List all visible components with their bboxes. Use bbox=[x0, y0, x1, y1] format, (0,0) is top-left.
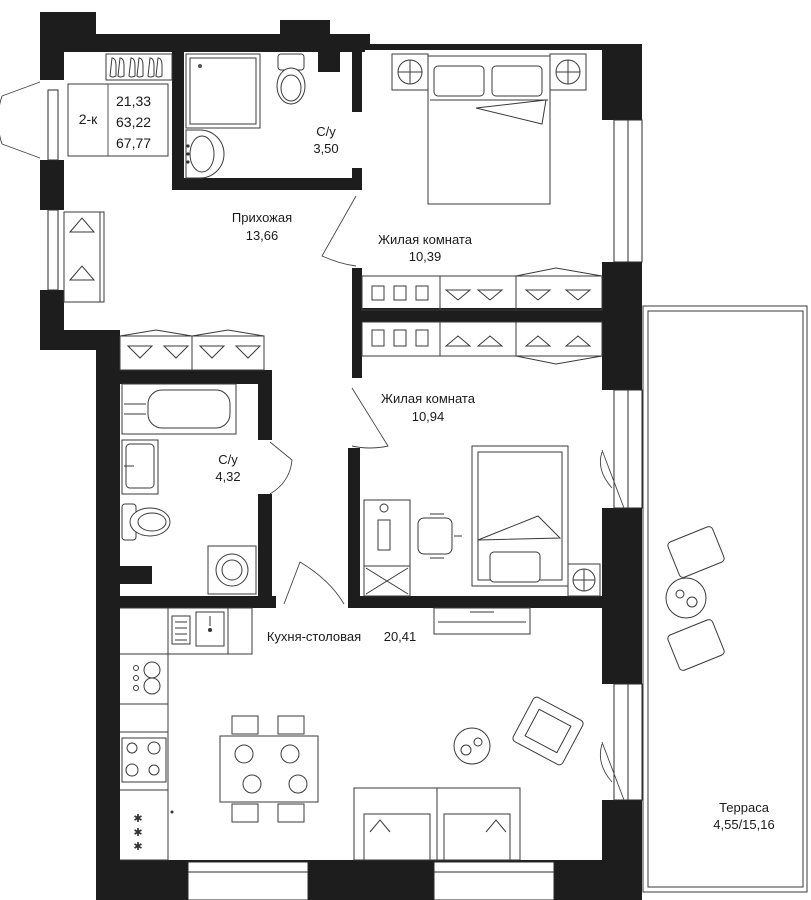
cooktop bbox=[121, 737, 167, 783]
armchair bbox=[512, 696, 584, 766]
doors bbox=[0, 81, 625, 801]
shower-tray bbox=[185, 53, 261, 129]
shoe-rack bbox=[105, 53, 173, 81]
toilet-top bbox=[276, 53, 306, 105]
wardrobe-room1 bbox=[361, 267, 603, 311]
toilet-bottom bbox=[121, 503, 171, 541]
door-kitchen bbox=[283, 561, 345, 605]
double-bed bbox=[427, 55, 551, 205]
apartment-type: 2-к bbox=[79, 111, 98, 127]
sofa bbox=[353, 787, 521, 861]
terrace-railing bbox=[647, 310, 804, 888]
bathroom-bottom-name: С/у bbox=[218, 452, 238, 467]
hall-closet bbox=[119, 329, 265, 371]
washing-machine bbox=[207, 545, 257, 595]
fridge-burners bbox=[133, 661, 161, 695]
window-entry bbox=[47, 89, 59, 161]
hall-wardrobe bbox=[63, 211, 105, 303]
kitchen-counter bbox=[120, 607, 253, 861]
bathtub bbox=[121, 383, 237, 435]
single-bed bbox=[471, 445, 569, 587]
dining-table bbox=[219, 715, 319, 823]
bathroom-bottom-area: 4,32 bbox=[215, 469, 240, 484]
bathroom-top-area: 3,50 bbox=[313, 141, 338, 156]
living-room-2-name: Жилая комната bbox=[381, 391, 476, 406]
desk bbox=[363, 499, 411, 597]
desk-chair bbox=[417, 513, 462, 559]
living-room-1-area: 10,39 bbox=[409, 249, 442, 264]
window-kitchen-bottom-2 bbox=[433, 861, 555, 900]
entrance-door bbox=[0, 81, 41, 159]
terrace-name: Терраса bbox=[719, 800, 770, 815]
terrace-lounge-chair-bottom bbox=[667, 619, 725, 671]
svg-text:✱: ✱ bbox=[133, 841, 142, 853]
hallway-name: Прихожая bbox=[232, 210, 292, 225]
oven-dishwasher: ✱ ✱ ✱ bbox=[133, 810, 174, 853]
kitchen-area: 20,41 bbox=[384, 629, 417, 644]
coffee-table bbox=[453, 727, 491, 765]
terrace-lounge-chair-top bbox=[667, 526, 725, 578]
terrace-side-table bbox=[665, 577, 707, 619]
door-terrace-room2 bbox=[599, 449, 625, 509]
terrace bbox=[642, 305, 808, 893]
terrace-outline bbox=[642, 305, 808, 893]
walls bbox=[40, 12, 642, 900]
nightstand-right bbox=[549, 53, 587, 91]
window-kitchen-bottom-1 bbox=[187, 861, 309, 900]
terrace-area: 4,55/15,16 bbox=[713, 817, 774, 832]
room-labels: С/у 3,50 Прихожая 13,66 Жилая комната 10… bbox=[215, 124, 774, 832]
door-living-room-1 bbox=[321, 195, 357, 267]
wardrobe-room2 bbox=[361, 321, 603, 365]
living-area-value: 21,33 bbox=[116, 93, 151, 109]
windows bbox=[47, 89, 643, 900]
hallway-area: 13,66 bbox=[246, 228, 279, 243]
sink-bottom bbox=[121, 439, 159, 495]
svg-text:✱: ✱ bbox=[133, 813, 142, 825]
living-room-1-name: Жилая комната bbox=[378, 232, 473, 247]
kitchen-sink bbox=[171, 611, 225, 647]
living-room-2-area: 10,94 bbox=[412, 409, 445, 424]
nightstand-room2 bbox=[567, 563, 601, 597]
area-summary: 2-к 21,33 63,22 67,77 bbox=[67, 83, 169, 157]
door-living-room-2 bbox=[351, 387, 389, 449]
kitchen-name: Кухня-столовая bbox=[267, 629, 361, 644]
door-terrace-kitchen bbox=[599, 741, 625, 801]
tv-unit bbox=[433, 607, 531, 635]
sink-top bbox=[185, 129, 225, 179]
bathroom-top-name: С/у bbox=[316, 124, 336, 139]
door-bathroom-bottom bbox=[269, 441, 293, 495]
nightstand-left bbox=[391, 53, 429, 91]
window-hall-left bbox=[47, 209, 59, 291]
total-area-terrace-value: 67,77 bbox=[116, 135, 151, 151]
svg-text:✱: ✱ bbox=[133, 827, 142, 839]
total-area-value: 63,22 bbox=[116, 114, 151, 130]
bathroom-top-fixtures bbox=[185, 53, 306, 179]
